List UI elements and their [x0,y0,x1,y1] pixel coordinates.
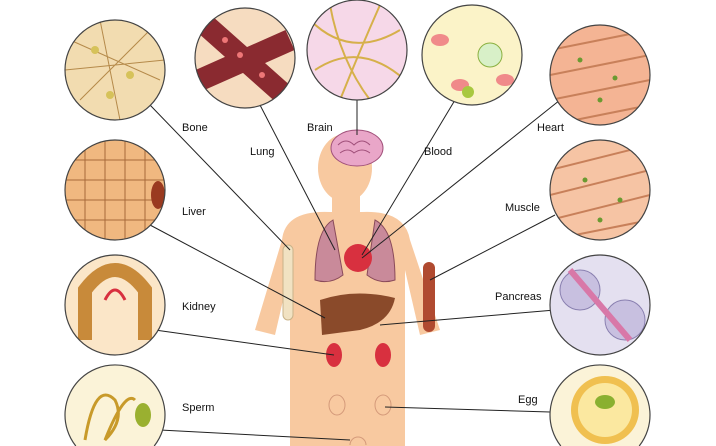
heart-cell-circle [549,24,651,126]
pancreas-cell-circle [549,254,651,356]
sperm-cell-circle [64,364,166,446]
label-sperm: Sperm [182,402,215,414]
label-bone: Bone [182,122,208,134]
label-liver: Liver [182,206,206,218]
liver-cell-circle [64,139,166,241]
lung-cell-circle [194,7,296,109]
label-egg: Egg [518,394,538,406]
label-heart: Heart [537,122,564,134]
brain-cell-circle [306,0,408,101]
muscle-cell-circle [549,139,651,241]
label-blood: Blood [424,146,453,158]
pelvis-organs [328,394,392,446]
blood-cell-circle [421,4,523,106]
bone-cell-circle [64,19,166,121]
label-brain: Brain [307,122,333,134]
kidney-cell-circle [64,254,166,356]
brain-organ [330,129,384,167]
heart-organ [344,244,372,272]
connector-lines [149,99,561,441]
label-lung: Lung [250,146,275,158]
label-muscle: Muscle [505,202,540,214]
label-pancreas: Pancreas [495,291,542,303]
liver-organ [320,293,395,335]
bone-organ [282,244,294,321]
label-kidney: Kidney [182,301,216,313]
egg-cell-circle [549,364,651,446]
